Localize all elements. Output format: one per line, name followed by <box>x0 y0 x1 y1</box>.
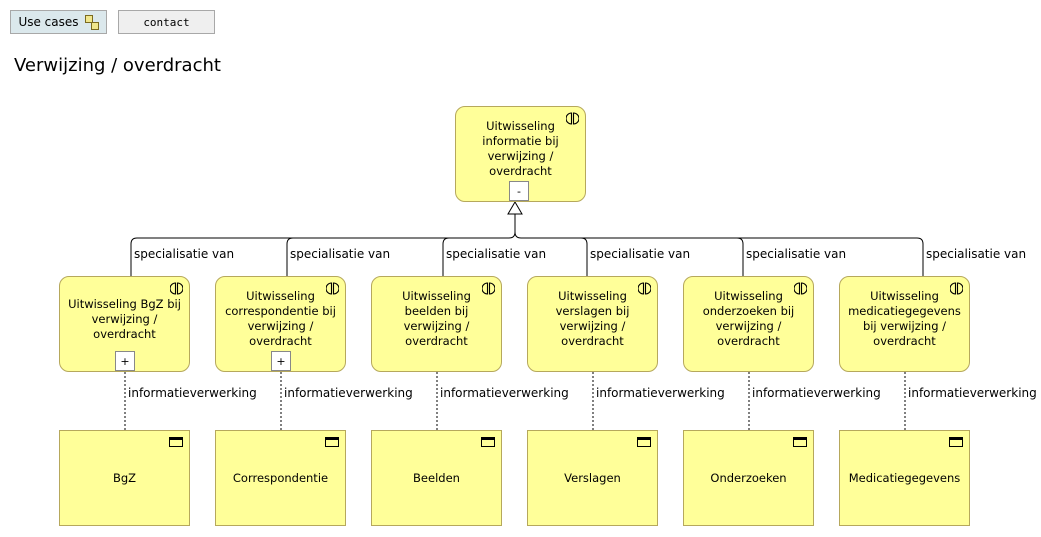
access-relation-label: informatieverwerking <box>284 386 413 400</box>
business-object-node[interactable]: Medicatiegegevens <box>839 430 970 526</box>
business-object-node-label: Medicatiegegevens <box>848 470 961 485</box>
specialization-label: specialisatie van <box>590 247 691 261</box>
expand-button[interactable]: + <box>115 351 135 371</box>
specialization-branch-corner <box>580 237 588 245</box>
child-interaction-node[interactable]: Uitwisseling medicatiegegevens bij verwi… <box>839 276 970 372</box>
collapse-button[interactable]: - <box>509 181 529 201</box>
specialization-trunk-curve <box>508 231 516 239</box>
child-interaction-node[interactable]: Uitwisseling correspondentie bij verwijz… <box>215 276 346 372</box>
access-relation-label: informatieverwerking <box>752 386 881 400</box>
child-interaction-node[interactable]: Uitwisseling verslagen bij verwijzing / … <box>527 276 658 372</box>
child-interaction-node[interactable]: Uitwisseling onderzoeken bij verwijzing … <box>683 276 814 372</box>
specialization-trunk-curve <box>514 231 522 239</box>
access-relation-label: informatieverwerking <box>440 386 569 400</box>
root-interaction-node[interactable]: Uitwisseling informatie bij verwijzing /… <box>455 106 586 202</box>
business-object-node-label: BgZ <box>112 470 137 485</box>
root-interaction-node-label: Uitwisseling informatie bij verwijzing /… <box>482 119 559 178</box>
contact-label: contact <box>143 15 190 29</box>
business-object-node-label: Verslagen <box>564 470 621 485</box>
business-object-node[interactable]: Beelden <box>371 430 502 526</box>
use-cases-label: Use cases <box>18 15 79 29</box>
interaction-icon <box>482 282 495 295</box>
access-relation-label: informatieverwerking <box>908 386 1037 400</box>
business-object-icon <box>169 437 183 447</box>
interaction-icon <box>638 282 651 295</box>
business-object-icon <box>325 437 339 447</box>
business-object-node-label: Onderzoeken <box>710 470 787 485</box>
specialization-branch-corner <box>130 237 138 245</box>
child-interaction-node-label: Uitwisseling correspondentie bij verwijz… <box>225 289 336 348</box>
child-interaction-node-label: Uitwisseling medicatiegegevens bij verwi… <box>848 289 961 348</box>
business-object-icon <box>949 437 963 447</box>
interaction-icon <box>170 282 183 295</box>
business-object-node[interactable]: Correspondentie <box>215 430 346 526</box>
business-object-node-label: Correspondentie <box>232 470 329 485</box>
access-relation-label: informatieverwerking <box>596 386 725 400</box>
specialization-label: specialisatie van <box>446 247 547 261</box>
interaction-icon <box>326 282 339 295</box>
business-object-node[interactable]: Verslagen <box>527 430 658 526</box>
business-object-icon <box>481 437 495 447</box>
business-object-node-label: Beelden <box>413 470 460 485</box>
interaction-icon <box>794 282 807 295</box>
specialization-label: specialisatie van <box>290 247 391 261</box>
specialization-label: specialisatie van <box>746 247 847 261</box>
child-interaction-node[interactable]: Uitwisseling beelden bij verwijzing / ov… <box>371 276 502 372</box>
page-title: Verwijzing / overdracht <box>14 55 221 76</box>
specialization-arrowhead <box>507 201 523 215</box>
interaction-icon <box>566 112 579 125</box>
specialization-branch-corner <box>916 237 924 245</box>
business-object-icon <box>637 437 651 447</box>
specialization-branch-corner <box>286 237 294 245</box>
child-interaction-node-label: Uitwisseling beelden bij verwijzing / ov… <box>402 289 471 348</box>
specialization-label: specialisatie van <box>134 247 235 261</box>
interaction-icon <box>950 282 963 295</box>
child-interaction-node-label: Uitwisseling BgZ bij verwijzing / overdr… <box>68 296 181 341</box>
expand-button[interactable]: + <box>271 351 291 371</box>
access-relation-label: informatieverwerking <box>128 386 257 400</box>
specialization-branch-corner <box>442 237 450 245</box>
business-object-node[interactable]: Onderzoeken <box>683 430 814 526</box>
business-object-icon <box>793 437 807 447</box>
specialization-label: specialisatie van <box>926 247 1027 261</box>
child-interaction-node-label: Uitwisseling verslagen bij verwijzing / … <box>555 289 630 348</box>
contact-button[interactable]: contact <box>118 10 215 34</box>
child-interaction-node[interactable]: Uitwisseling BgZ bij verwijzing / overdr… <box>59 276 190 372</box>
specialization-branch-corner <box>736 237 744 245</box>
diagram-icon <box>84 15 99 30</box>
business-object-node[interactable]: BgZ <box>59 430 190 526</box>
child-interaction-node-label: Uitwisseling onderzoeken bij verwijzing … <box>702 289 795 348</box>
use-cases-button[interactable]: Use cases <box>10 10 107 34</box>
